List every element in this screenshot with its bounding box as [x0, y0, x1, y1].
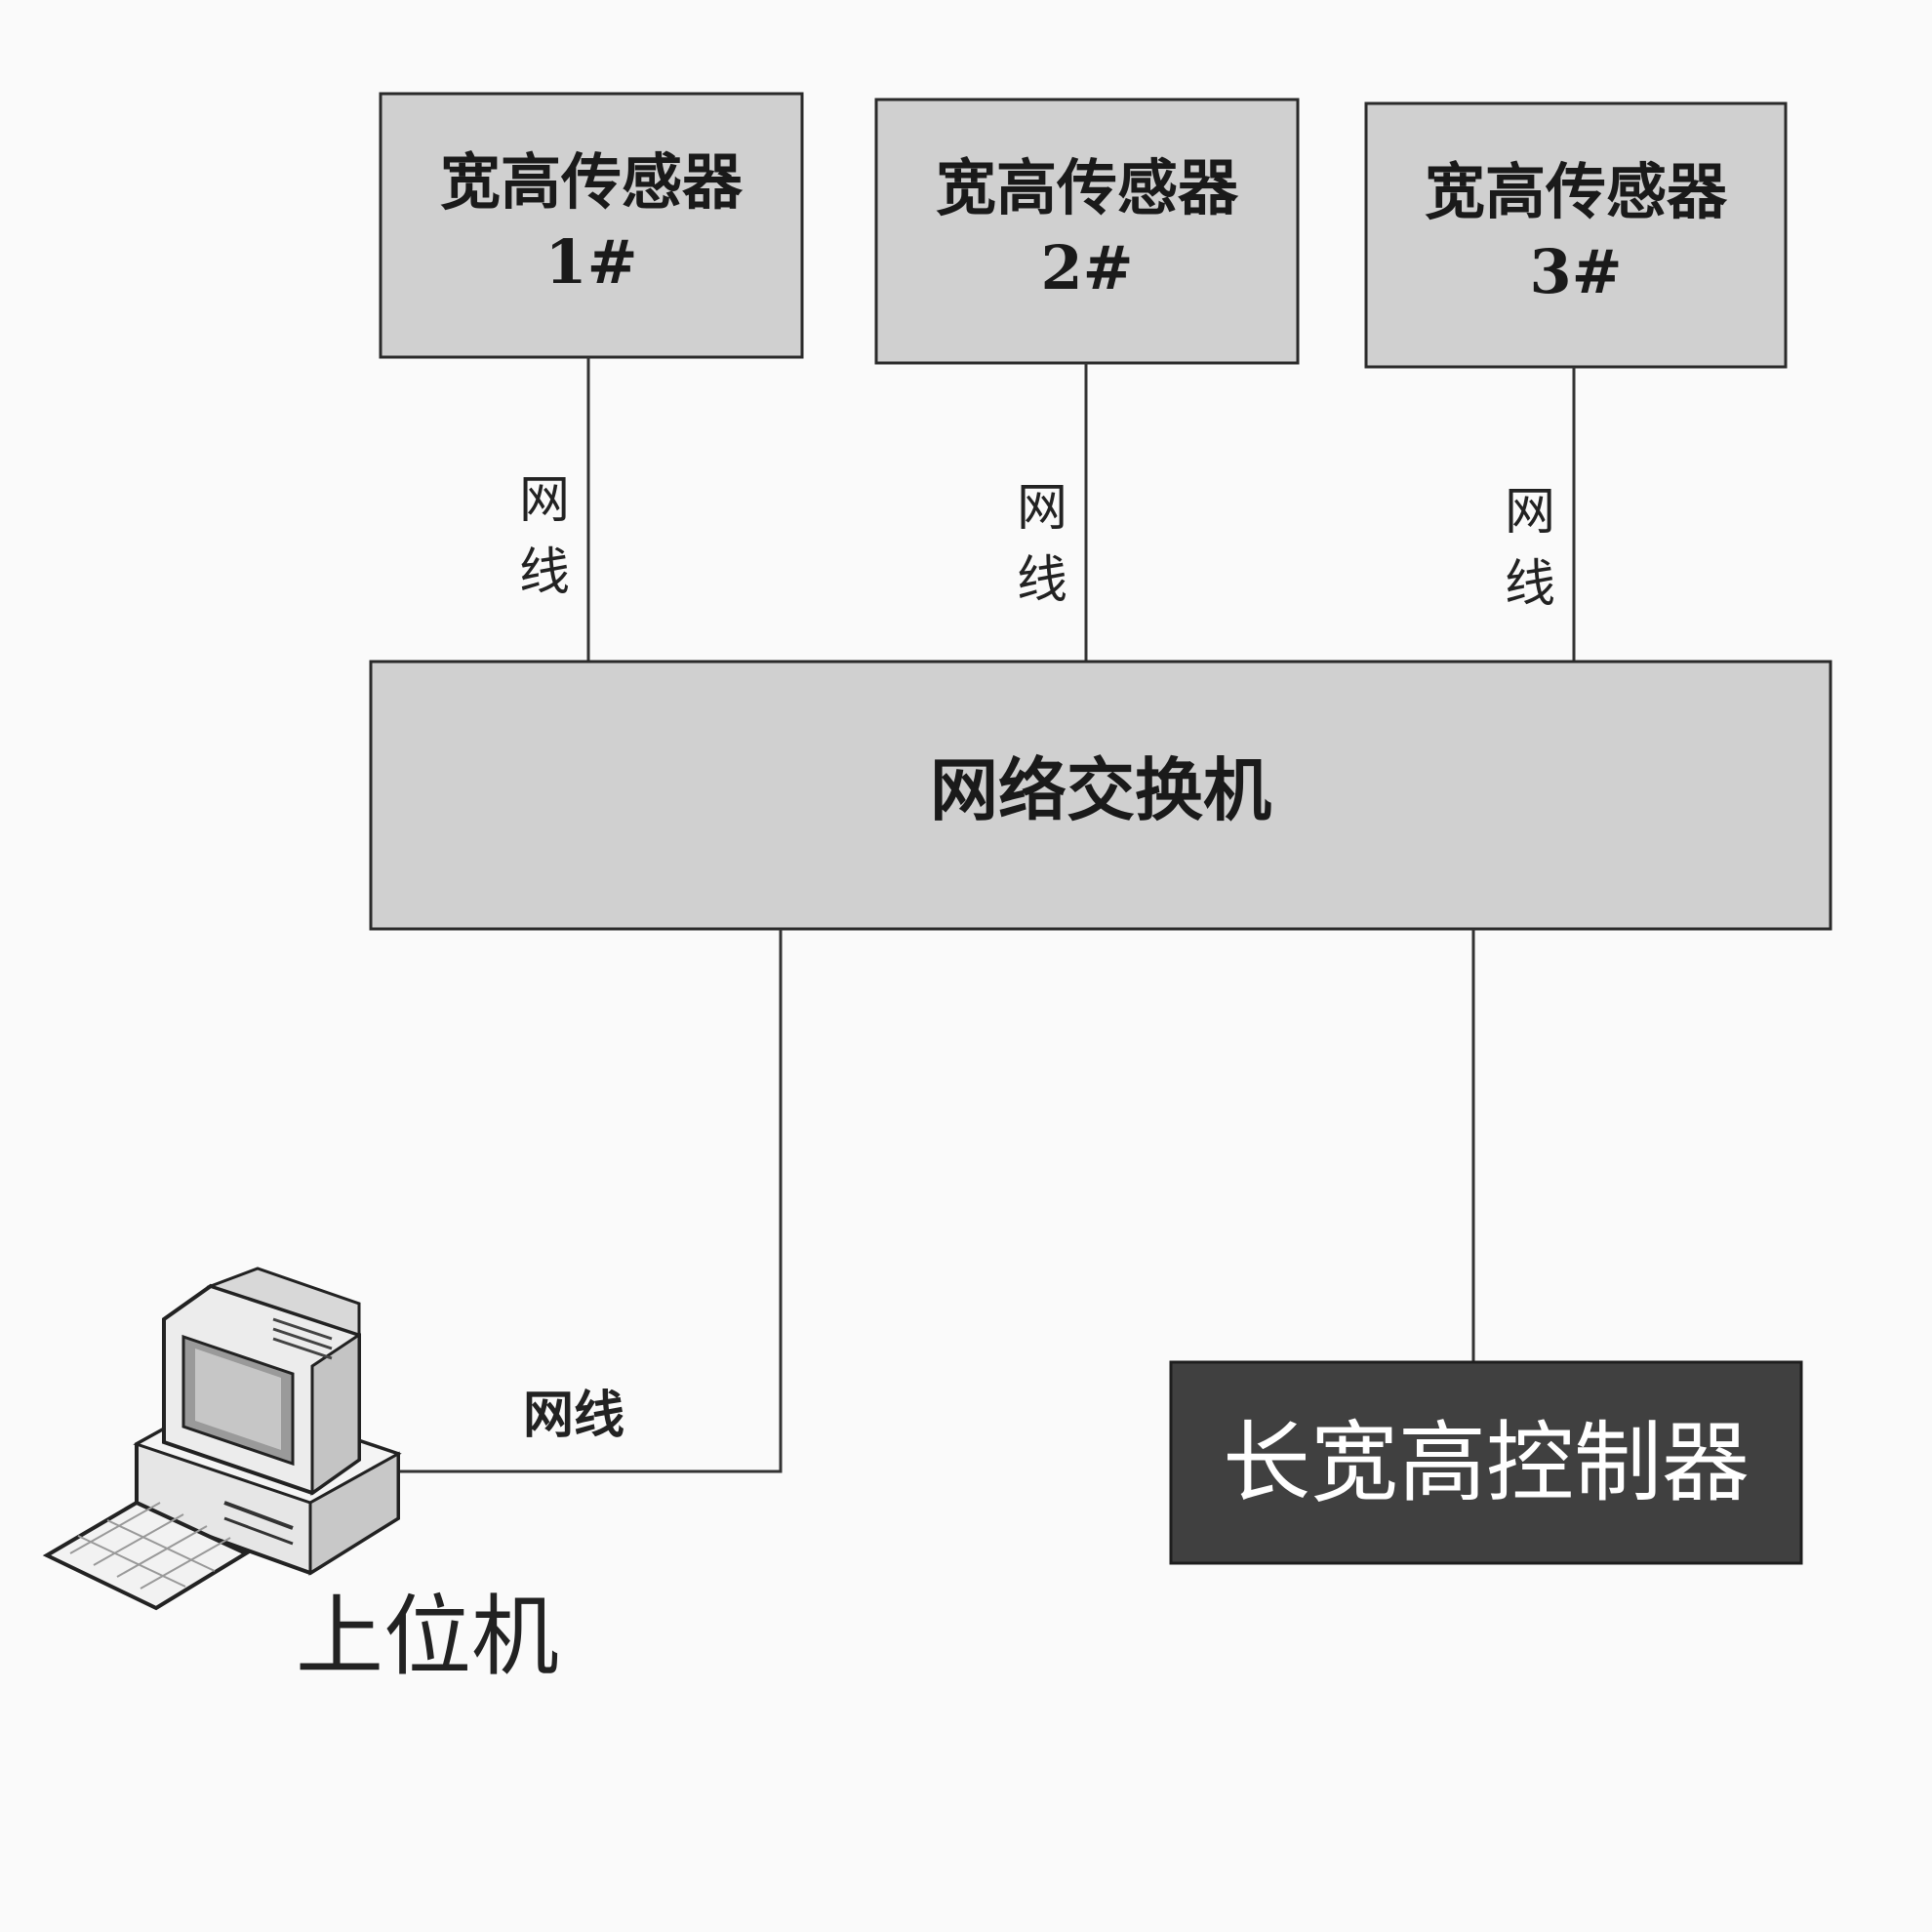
sensor-box-1	[379, 92, 804, 359]
sensor-box-3	[1364, 101, 1788, 369]
sensor-label-1: 宽高传感器	[440, 146, 744, 218]
cable-label-2-char-1: 网	[1017, 479, 1067, 538]
cable-line-host	[390, 929, 783, 1473]
cable-label-3: 网 线	[1505, 483, 1555, 614]
switch-label: 网络交换机	[930, 749, 1271, 830]
cable-label-1-char-1: 网	[519, 471, 570, 530]
cable-label-host: 网线	[523, 1386, 624, 1445]
sensor-box-2	[874, 98, 1300, 365]
sensor-number-3: 3#	[1529, 236, 1622, 307]
network-switch: 网络交换机	[369, 660, 1832, 931]
cable-label-3-char-1: 网	[1505, 483, 1555, 542]
keyboard-icon	[42, 1500, 251, 1611]
computer-icon	[42, 1267, 402, 1611]
controller-box	[1169, 1360, 1803, 1565]
sensor-node-1: 宽高传感器 1#	[379, 92, 804, 359]
controller-node: 长宽高控制器	[1169, 1360, 1803, 1565]
cable-label-1: 网 线	[519, 471, 570, 602]
controller-label: 长宽高控制器	[1223, 1412, 1750, 1514]
sensor-label-2: 宽高传感器	[936, 152, 1239, 223]
sensor-label-3: 宽高传感器	[1425, 156, 1728, 227]
sensor-node-3: 宽高传感器 3#	[1364, 101, 1788, 369]
sensor-number-1: 1#	[544, 226, 637, 298]
cable-label-2-char-2: 线	[1017, 551, 1067, 610]
switch-box	[369, 660, 1832, 931]
sensor-number-2: 2#	[1040, 232, 1133, 303]
host-label: 上位机	[296, 1586, 559, 1688]
cable-label-3-char-2: 线	[1505, 555, 1555, 614]
sensor-node-2: 宽高传感器 2#	[874, 98, 1300, 365]
cable-label-1-char-2: 线	[519, 543, 570, 602]
cable-label-2: 网 线	[1017, 479, 1067, 610]
